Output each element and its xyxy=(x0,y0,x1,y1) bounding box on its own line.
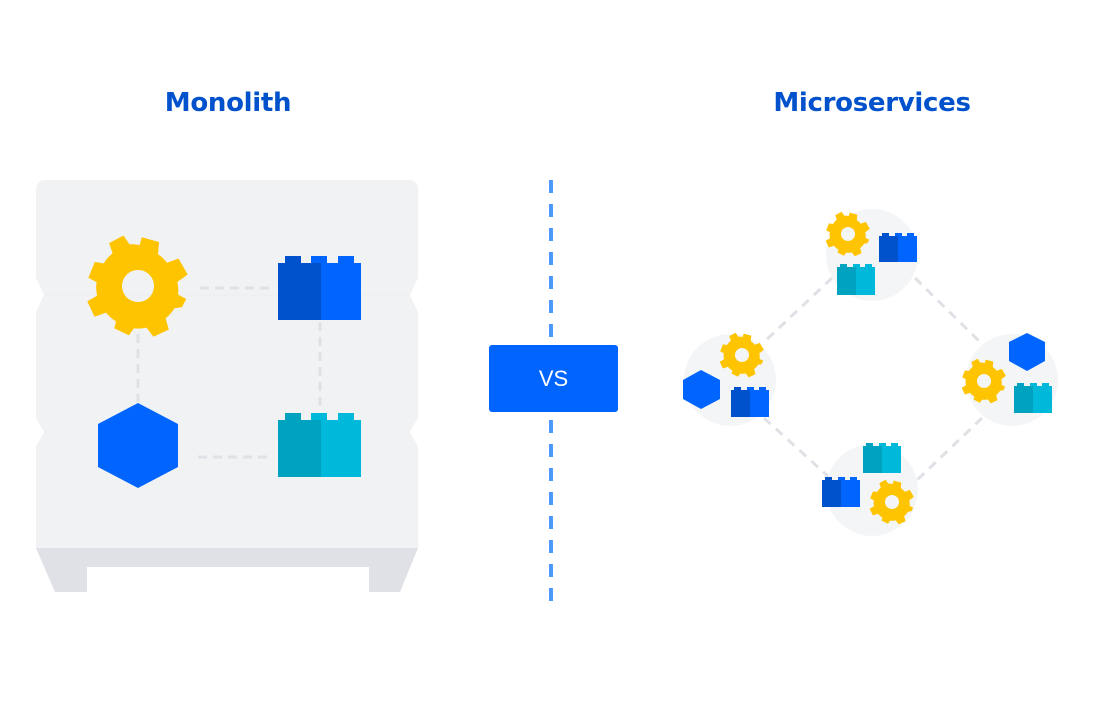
service-node-right xyxy=(957,333,1058,426)
connector-right-bottom xyxy=(913,416,984,484)
teal-brick-icon xyxy=(837,264,875,295)
service-node-left xyxy=(683,328,776,426)
monolith-base xyxy=(36,548,418,592)
hexagon-icon xyxy=(1009,333,1045,371)
blue-brick-icon xyxy=(278,256,361,320)
connector-left-bottom xyxy=(762,416,832,480)
teal-brick-icon xyxy=(863,443,901,473)
microservices-title: Microservices xyxy=(773,88,971,118)
hexagon-icon xyxy=(98,403,178,488)
monolith-block xyxy=(36,180,418,592)
blue-brick-icon xyxy=(822,477,860,507)
service-node-top xyxy=(821,207,918,301)
hexagon-icon xyxy=(683,370,720,409)
teal-brick-icon xyxy=(1014,383,1052,413)
vs-label: VS xyxy=(538,365,569,391)
monolith-body xyxy=(36,180,418,548)
microservices-network xyxy=(683,207,1058,536)
service-node-bottom xyxy=(822,443,919,536)
connector-top-left xyxy=(762,276,834,344)
teal-brick-icon xyxy=(278,413,361,477)
blue-brick-icon xyxy=(731,387,769,417)
monolith-title: Monolith xyxy=(164,88,292,118)
connector-top-right xyxy=(913,276,982,344)
blue-brick-icon xyxy=(879,233,917,262)
vs-badge: VS xyxy=(489,345,618,412)
